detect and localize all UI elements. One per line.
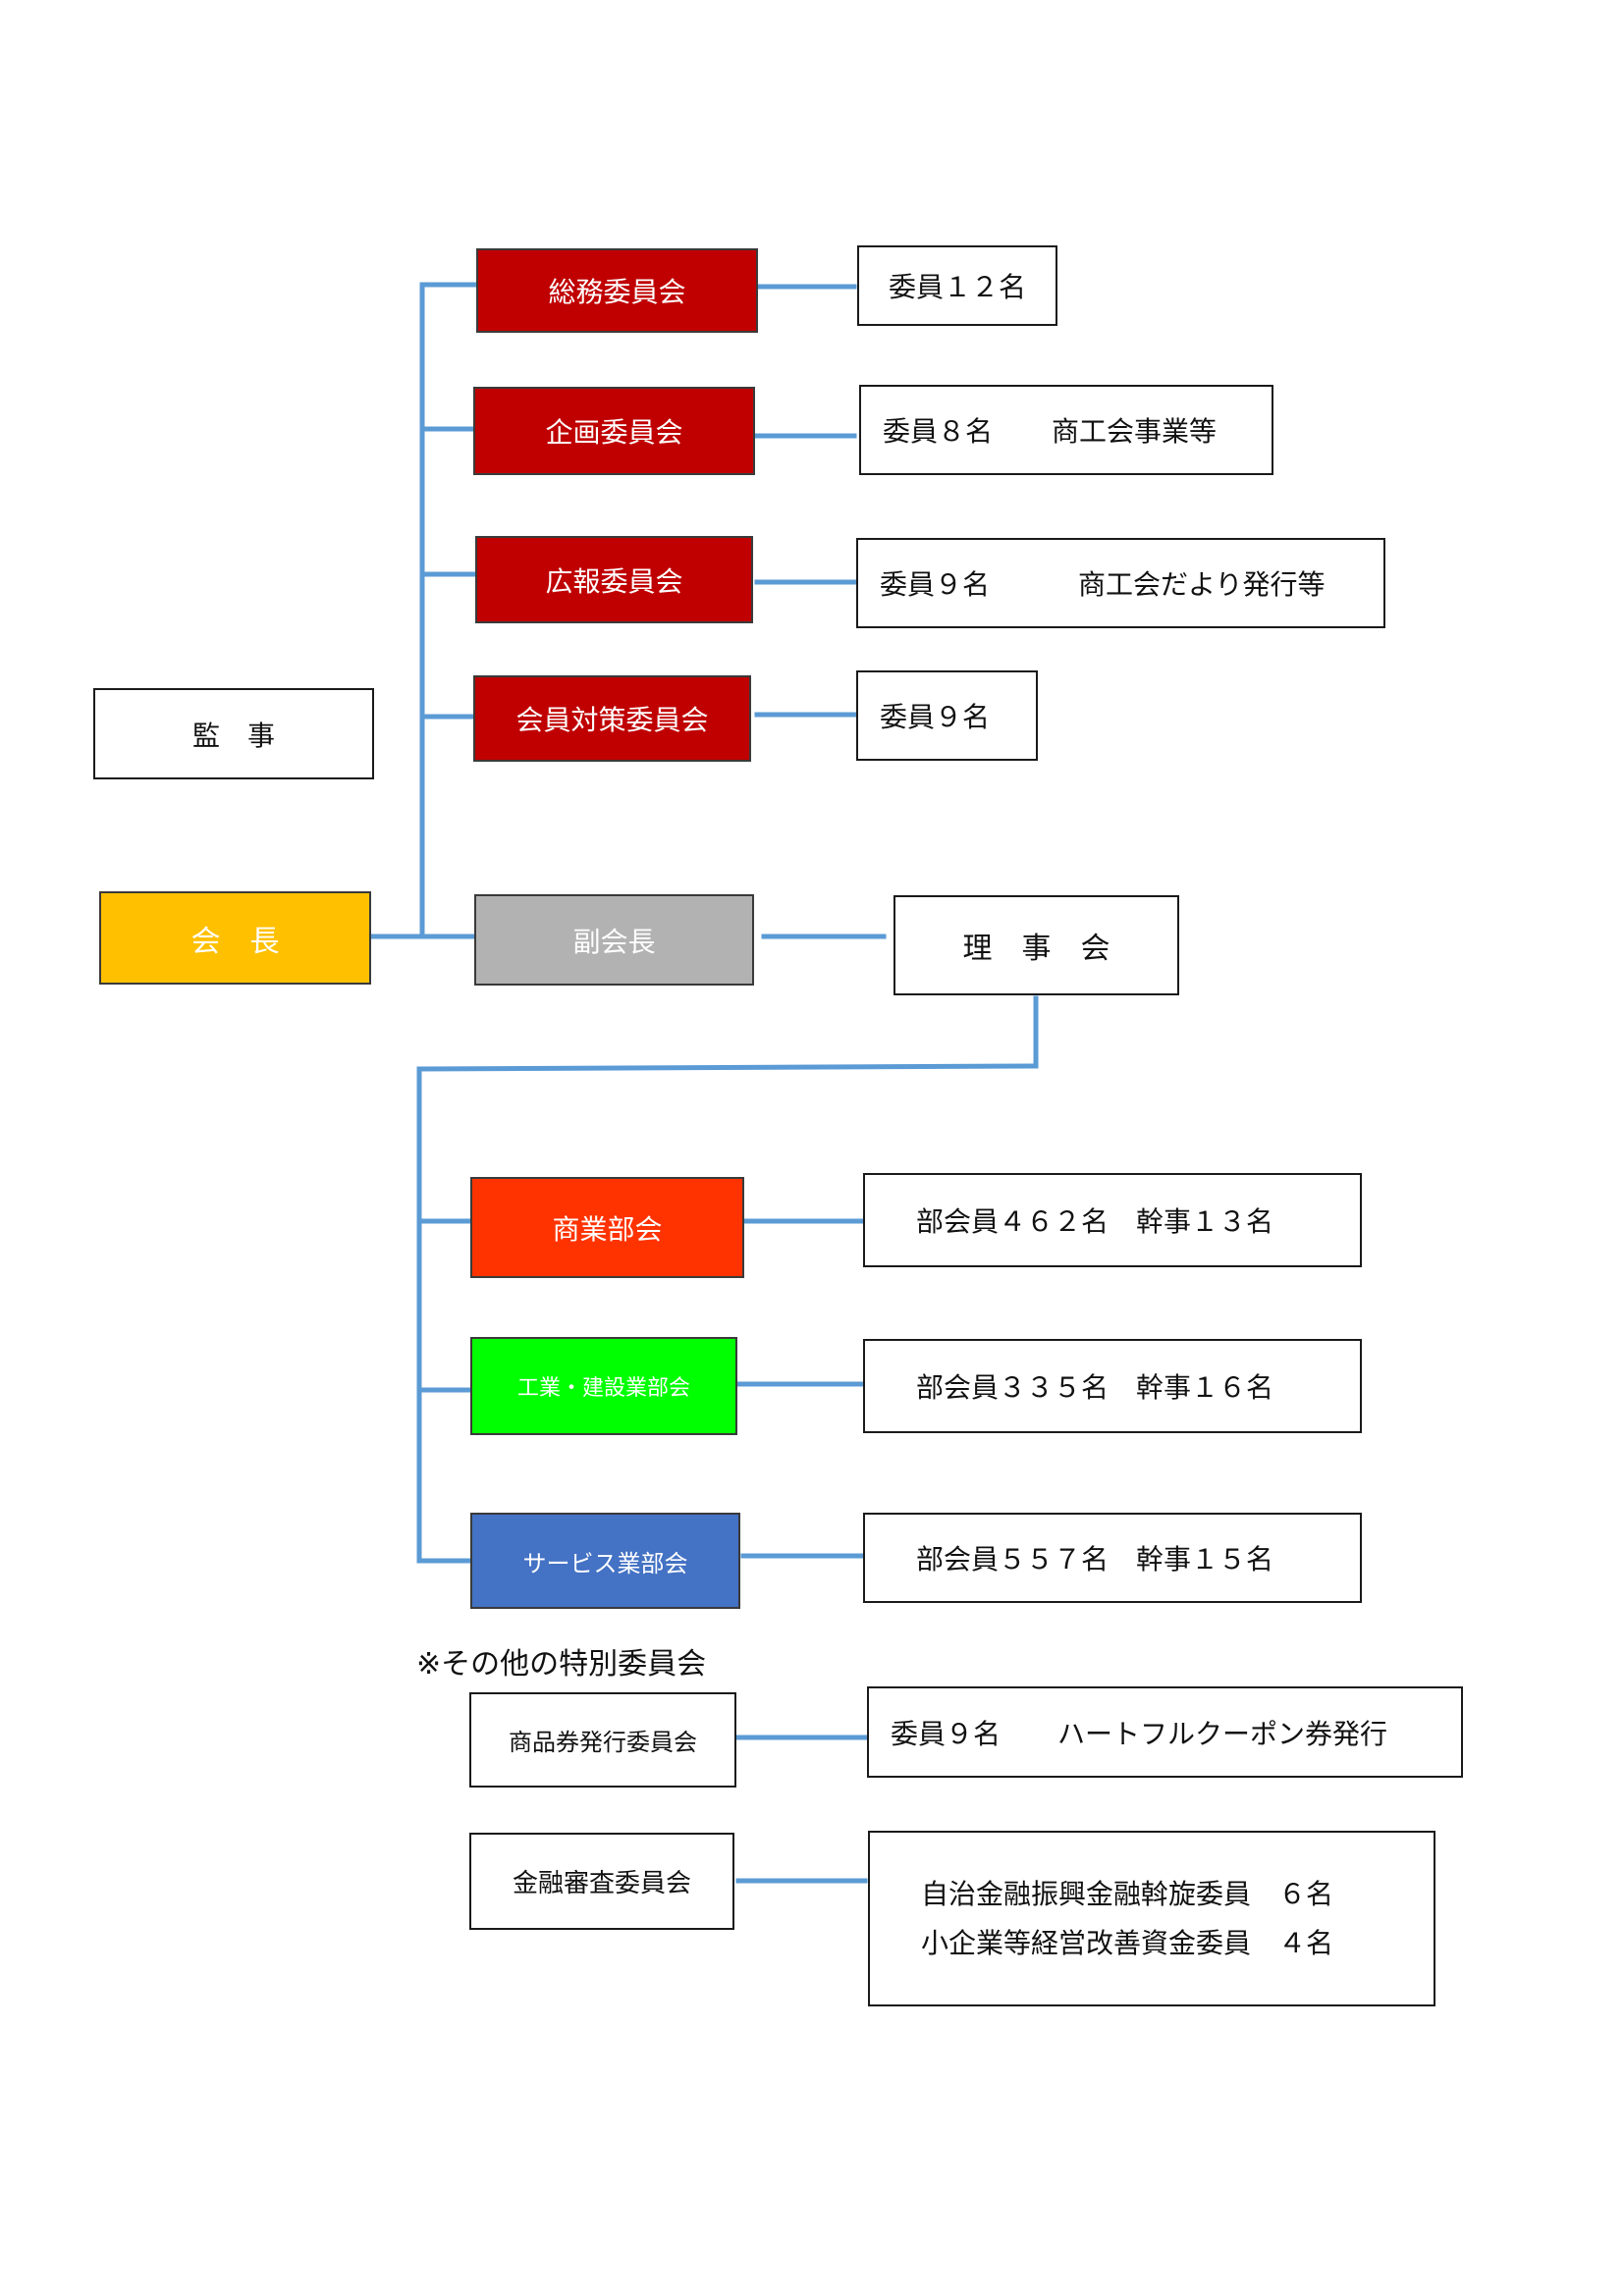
- shougyou-detail-box: 部会員４６２名 幹事１３名: [863, 1173, 1362, 1267]
- kaichou-label: 会 長: [190, 924, 280, 959]
- shougyou-detail-text: 部会員４６２名 幹事１３名: [916, 1205, 1274, 1238]
- kanji-box: 監 事: [93, 688, 374, 779]
- kougyou-section-box: 工業・建設業部会: [470, 1337, 737, 1435]
- kaiin-taisaku-detail-text: 委員９名: [880, 701, 991, 733]
- kanji-label: 監 事: [191, 719, 275, 752]
- kikaku-detail-count: 委員８名: [883, 415, 994, 448]
- soumu-committee-box: 総務委員会: [476, 248, 758, 333]
- kaiin-taisaku-committee-box: 会員対策委員会: [473, 675, 751, 762]
- kinyu-detail-line2: 小企業等経営改善資金委員 ４名: [921, 1926, 1334, 1959]
- kaiin-taisaku-detail-box: 委員９名: [856, 670, 1038, 761]
- special-committees-heading: ※その他の特別委員会: [416, 1647, 707, 1682]
- kinyu-committee-box: 金融審査委員会: [469, 1833, 734, 1930]
- kikaku-committee-box: 企画委員会: [473, 387, 755, 475]
- kikaku-detail-extra: 商工会事業等: [1052, 415, 1218, 448]
- kinyu-detail-box: 自治金融振興金融斡旋委員 ６名 小企業等経営改善資金委員 ４名: [868, 1831, 1435, 2006]
- kougyou-detail-text: 部会員３３５名 幹事１６名: [916, 1371, 1274, 1404]
- shouhinken-detail-extra: ハートフルクーポン券発行: [1057, 1717, 1388, 1750]
- shouhinken-committee-box: 商品券発行委員会: [469, 1692, 736, 1788]
- rijikai-horizontal: [416, 1063, 1039, 1072]
- fukukaichou-label: 副会長: [572, 925, 656, 958]
- kouhou-detail-box: 委員９名 商工会だより発行等: [856, 538, 1385, 628]
- service-section-box: サービス業部会: [470, 1513, 740, 1609]
- service-detail-box: 部会員５５７名 幹事１５名: [863, 1513, 1362, 1603]
- soumu-detail-box: 委員１２名: [857, 245, 1057, 326]
- fukukaichou-box: 副会長: [474, 894, 754, 986]
- shouhinken-detail-box: 委員９名 ハートフルクーポン券発行: [867, 1686, 1463, 1778]
- kouhou-detail-extra: 商工会だより発行等: [1078, 568, 1326, 601]
- kouhou-committee-box: 広報委員会: [475, 536, 753, 623]
- kaichou-box: 会 長: [99, 891, 371, 985]
- rijikai-box: 理 事 会: [893, 895, 1179, 995]
- shouhinken-detail-count: 委員９名: [891, 1717, 1001, 1750]
- kouhou-detail-count: 委員９名: [880, 568, 991, 601]
- shougyou-section-box: 商業部会: [470, 1177, 744, 1278]
- kinyu-detail-line1: 自治金融振興金融斡旋委員 ６名: [921, 1877, 1334, 1910]
- service-detail-text: 部会員５５７名 幹事１５名: [916, 1543, 1274, 1575]
- kougyou-detail-box: 部会員３３５名 幹事１６名: [863, 1339, 1362, 1433]
- kikaku-detail-box: 委員８名 商工会事業等: [859, 385, 1273, 475]
- soumu-detail-text: 委員１２名: [888, 271, 1026, 303]
- rijikai-label: 理 事 会: [962, 932, 1110, 966]
